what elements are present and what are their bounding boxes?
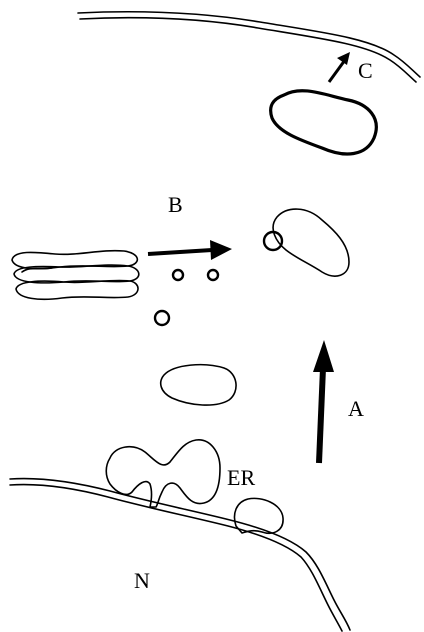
nuclear-envelope xyxy=(10,479,350,631)
label-b: B xyxy=(168,192,183,217)
budding-vesicle xyxy=(264,232,282,250)
arrow-b xyxy=(148,240,232,260)
label-a: A xyxy=(348,396,364,421)
arrow-a xyxy=(313,340,334,463)
golgi-stack xyxy=(12,251,139,300)
trans-golgi-vesicle xyxy=(273,209,349,276)
arrow-c xyxy=(329,52,350,82)
label-n: N xyxy=(134,568,150,593)
label-er: ER xyxy=(227,465,255,490)
endoplasmic-reticulum xyxy=(106,440,220,507)
label-c: C xyxy=(358,58,373,83)
secretory-granule xyxy=(271,91,377,154)
transitional-compartment xyxy=(161,365,236,405)
transport-vesicles xyxy=(155,270,218,325)
